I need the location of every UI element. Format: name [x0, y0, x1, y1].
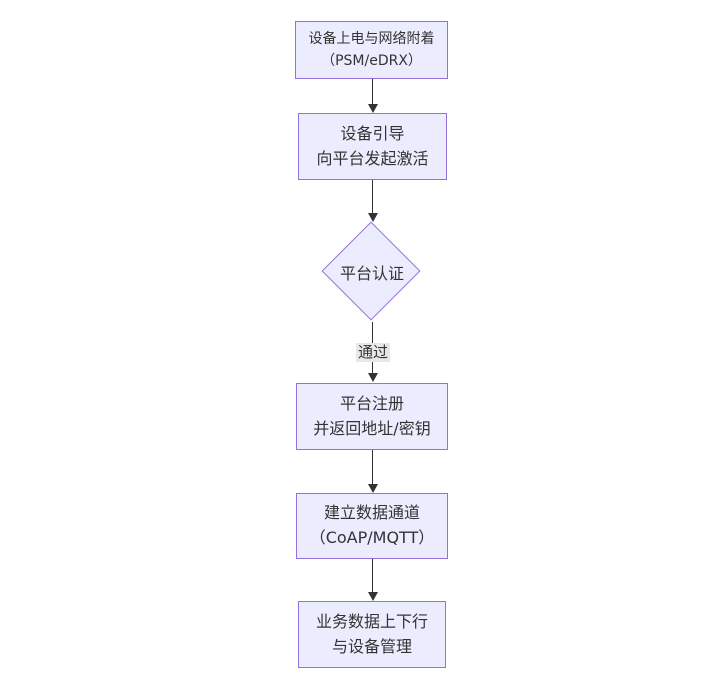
node-label-line: 设备上电与网络附着 [308, 30, 435, 47]
flowchart-decision-platform-auth: 平台认证 [321, 221, 422, 322]
arrowhead-down-icon [367, 104, 378, 113]
node-label-line: 与设备管理 [331, 636, 412, 656]
flowchart-node-data-channel: 建立数据通道 （CoAP/MQTT） [296, 493, 448, 559]
node-label-line: （CoAP/MQTT） [309, 528, 435, 547]
arrowhead-down-icon [367, 213, 378, 222]
edge-label-pass: 通过 [355, 343, 391, 362]
node-label-line: 设备引导 [340, 123, 405, 143]
flowchart-node-business-data: 业务数据上下行 与设备管理 [298, 601, 446, 668]
node-label-line: 业务数据上下行 [315, 611, 428, 631]
node-label-line: 并返回地址/密钥 [313, 418, 431, 438]
flowchart-node-register: 平台注册 并返回地址/密钥 [296, 383, 448, 450]
node-label-line: 建立数据通道 [323, 503, 420, 523]
node-label-line: （PSM/eDRX） [321, 53, 422, 69]
arrowhead-down-icon [367, 373, 378, 382]
arrowhead-down-icon [367, 484, 378, 493]
edge-power-to-bootstrap [372, 79, 373, 104]
node-label-line: 向平台发起激活 [316, 148, 429, 168]
flowchart-node-power-on: 设备上电与网络附着 （PSM/eDRX） [295, 21, 448, 79]
edge-channel-to-business [372, 559, 373, 592]
decision-label: 平台认证 [339, 264, 404, 283]
edge-register-to-channel [372, 450, 373, 484]
node-label-line: 平台注册 [339, 393, 404, 413]
flowchart-node-bootstrap: 设备引导 向平台发起激活 [298, 113, 447, 180]
arrowhead-down-icon [367, 592, 378, 601]
edge-bootstrap-to-auth [372, 180, 373, 213]
